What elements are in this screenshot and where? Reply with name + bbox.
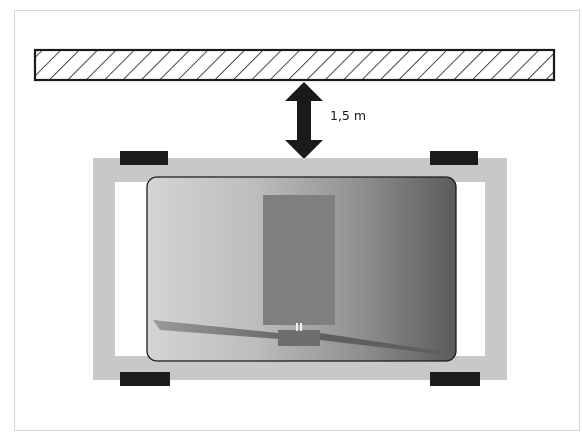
blade-right — [320, 333, 446, 354]
hatched-wall-icon — [33, 48, 556, 82]
center-hub — [278, 330, 320, 346]
double-arrow-icon — [285, 82, 323, 159]
wheel-rear-right — [430, 372, 480, 386]
vehicle-top-view-icon — [93, 151, 507, 386]
hub-pin-left — [296, 323, 298, 331]
blade-left — [153, 320, 278, 339]
wheel-rear-left — [120, 372, 170, 386]
clearance-label: 1,5 m — [330, 108, 366, 123]
wheel-front-left — [120, 151, 168, 165]
hub-pin-right — [300, 323, 302, 331]
mast — [263, 195, 335, 325]
wheel-front-right — [430, 151, 478, 165]
